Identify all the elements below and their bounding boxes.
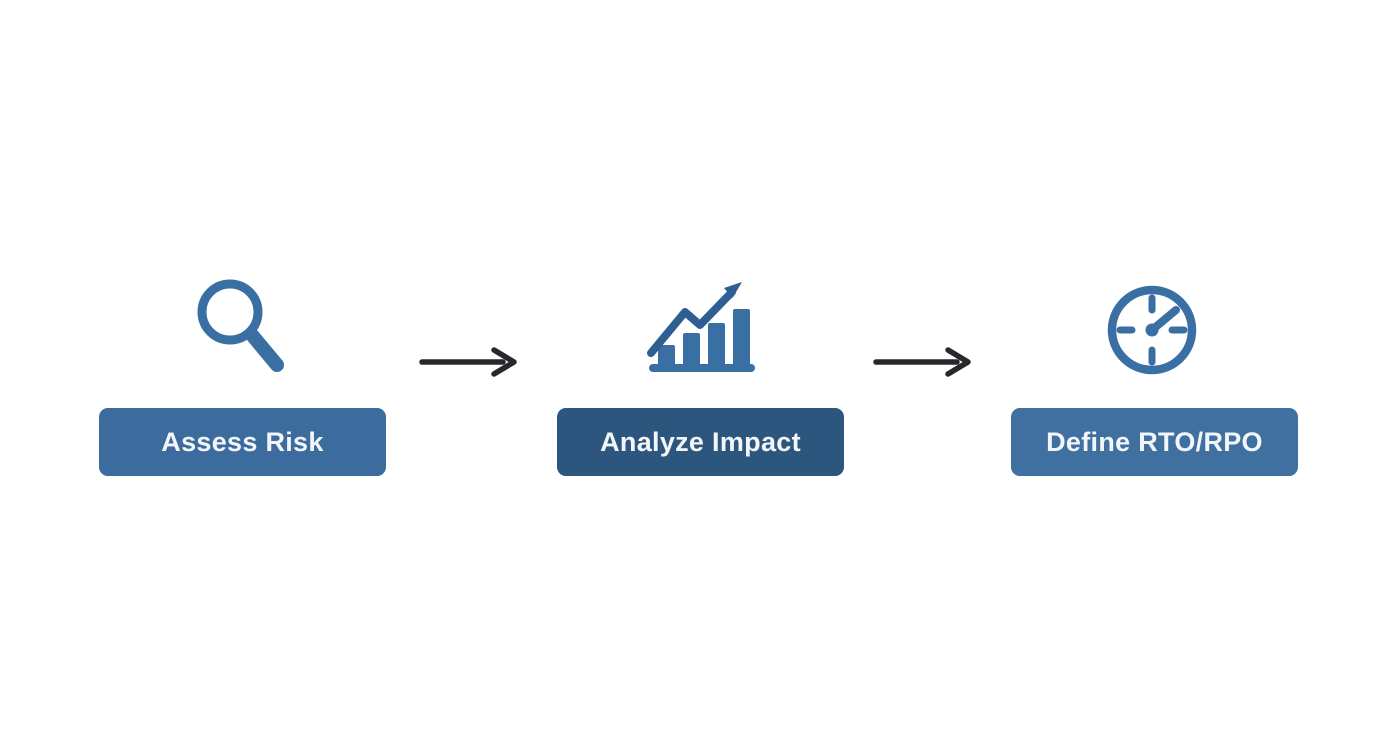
analyze-impact-button[interactable]: Analyze Impact [557, 408, 844, 476]
bar-chart-trend-icon [647, 282, 755, 372]
magnifier-icon [197, 279, 284, 372]
assess-risk-button[interactable]: Assess Risk [99, 408, 386, 476]
define-rto-rpo-button[interactable]: Define RTO/RPO [1011, 408, 1298, 476]
clock-icon [1107, 285, 1197, 375]
arrow-right-icon [873, 347, 971, 377]
arrow-right-icon [419, 347, 517, 377]
